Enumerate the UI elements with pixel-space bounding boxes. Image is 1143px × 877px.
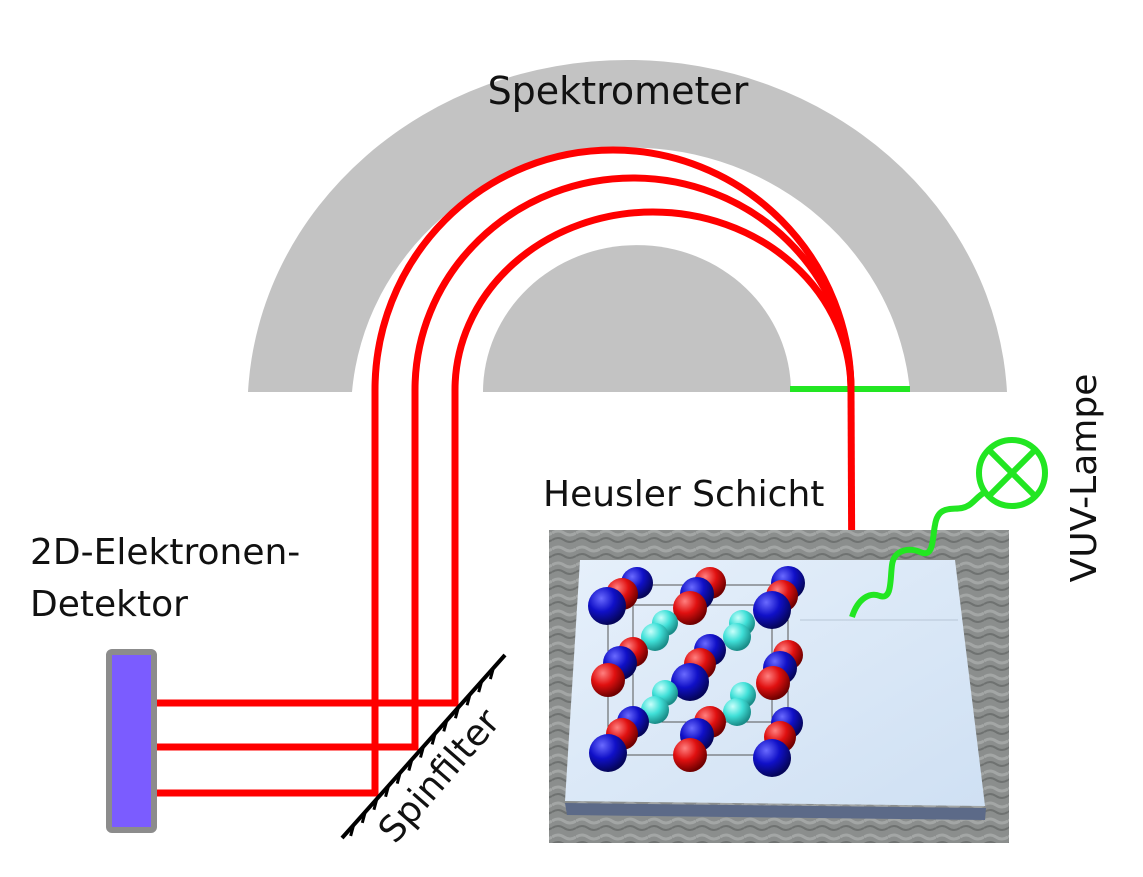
lamp-label: VUV-Lampe [1064, 374, 1105, 583]
atom-red [591, 663, 625, 697]
atom-cyan [641, 623, 669, 651]
spinfilter-hatch [453, 706, 460, 719]
spinfilter-hatch [430, 733, 437, 745]
spinfilter-hatch [419, 746, 425, 758]
electron-path-inner [155, 208, 855, 707]
lamp-icon [976, 437, 1048, 509]
atom-blue [588, 587, 626, 625]
atom-blue [753, 739, 791, 777]
spinfilter-hatch [488, 667, 495, 680]
photon-wave [849, 489, 987, 619]
spinfilter-hatch [360, 811, 367, 824]
spectrometer-inner-hemisphere [483, 245, 791, 392]
spectrometer-outer-hemisphere [248, 59, 1007, 393]
spinfilter: Spinfilter [340, 653, 509, 851]
vuv-lamp [849, 437, 1048, 619]
sample-photo [549, 530, 1009, 843]
spectrometer: Spektrometer [248, 59, 1007, 393]
detector-label-line1: 2D-Elektronen- [30, 532, 300, 573]
spinfilter-hatch [477, 680, 484, 693]
sample-label: Heusler Schicht [543, 474, 824, 515]
atom-red [756, 666, 790, 700]
atom-blue [753, 591, 791, 629]
electron-path-middle [155, 174, 855, 751]
spinfilter-hatch [384, 785, 391, 798]
atom-red [673, 591, 707, 625]
electron-path-outer [155, 146, 855, 797]
spinfilter-hatch [407, 759, 414, 771]
atom-cyan [723, 623, 751, 651]
atom-blue [671, 663, 709, 701]
spectrometer-label: Spektrometer [488, 69, 749, 113]
detector [106, 649, 157, 833]
atom-cyan [723, 698, 751, 726]
atom-red [673, 738, 707, 772]
atoms [588, 566, 805, 777]
atom-blue [589, 734, 627, 772]
spinfilter-hatch [465, 693, 472, 706]
spinfilter-hatch [395, 772, 402, 785]
spinfilter-hatch [372, 798, 379, 811]
spinfilter-hatch [442, 719, 449, 732]
spinfilter-label: Spinfilter [371, 701, 509, 851]
detector-label-line2: Detektor [30, 584, 188, 625]
spinfilter-hatch [349, 824, 356, 837]
